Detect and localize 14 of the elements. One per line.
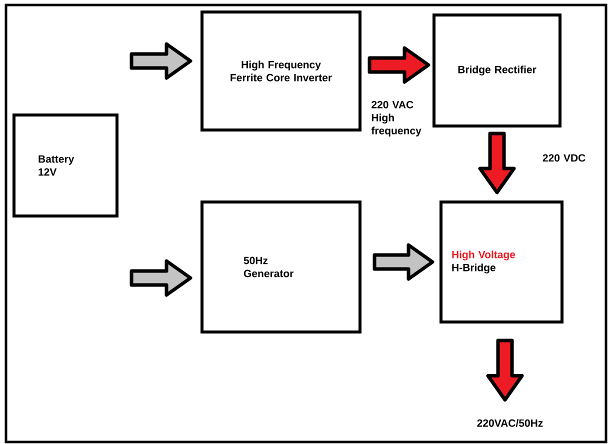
block-box: High Voltage H-Bridge (440, 200, 564, 324)
block-box: Bridge Rectifier (432, 14, 562, 128)
edge-label: 220 VAC High frequency (371, 100, 422, 136)
block-arrow (478, 132, 516, 194)
block-box: Battery 12V (12, 114, 118, 218)
block-arrow (130, 259, 192, 297)
edge-label: 220 VDC (542, 154, 586, 162)
output-label: 220VAC/50Hz (477, 419, 543, 427)
block-arrow (368, 46, 430, 84)
block-arrow (486, 338, 524, 402)
block-arrow (130, 42, 192, 80)
block-arrow (372, 243, 434, 281)
block-box: 50Hz Generator (200, 200, 362, 334)
block-box: High Frequency Ferrite Core Inverter (200, 10, 362, 132)
